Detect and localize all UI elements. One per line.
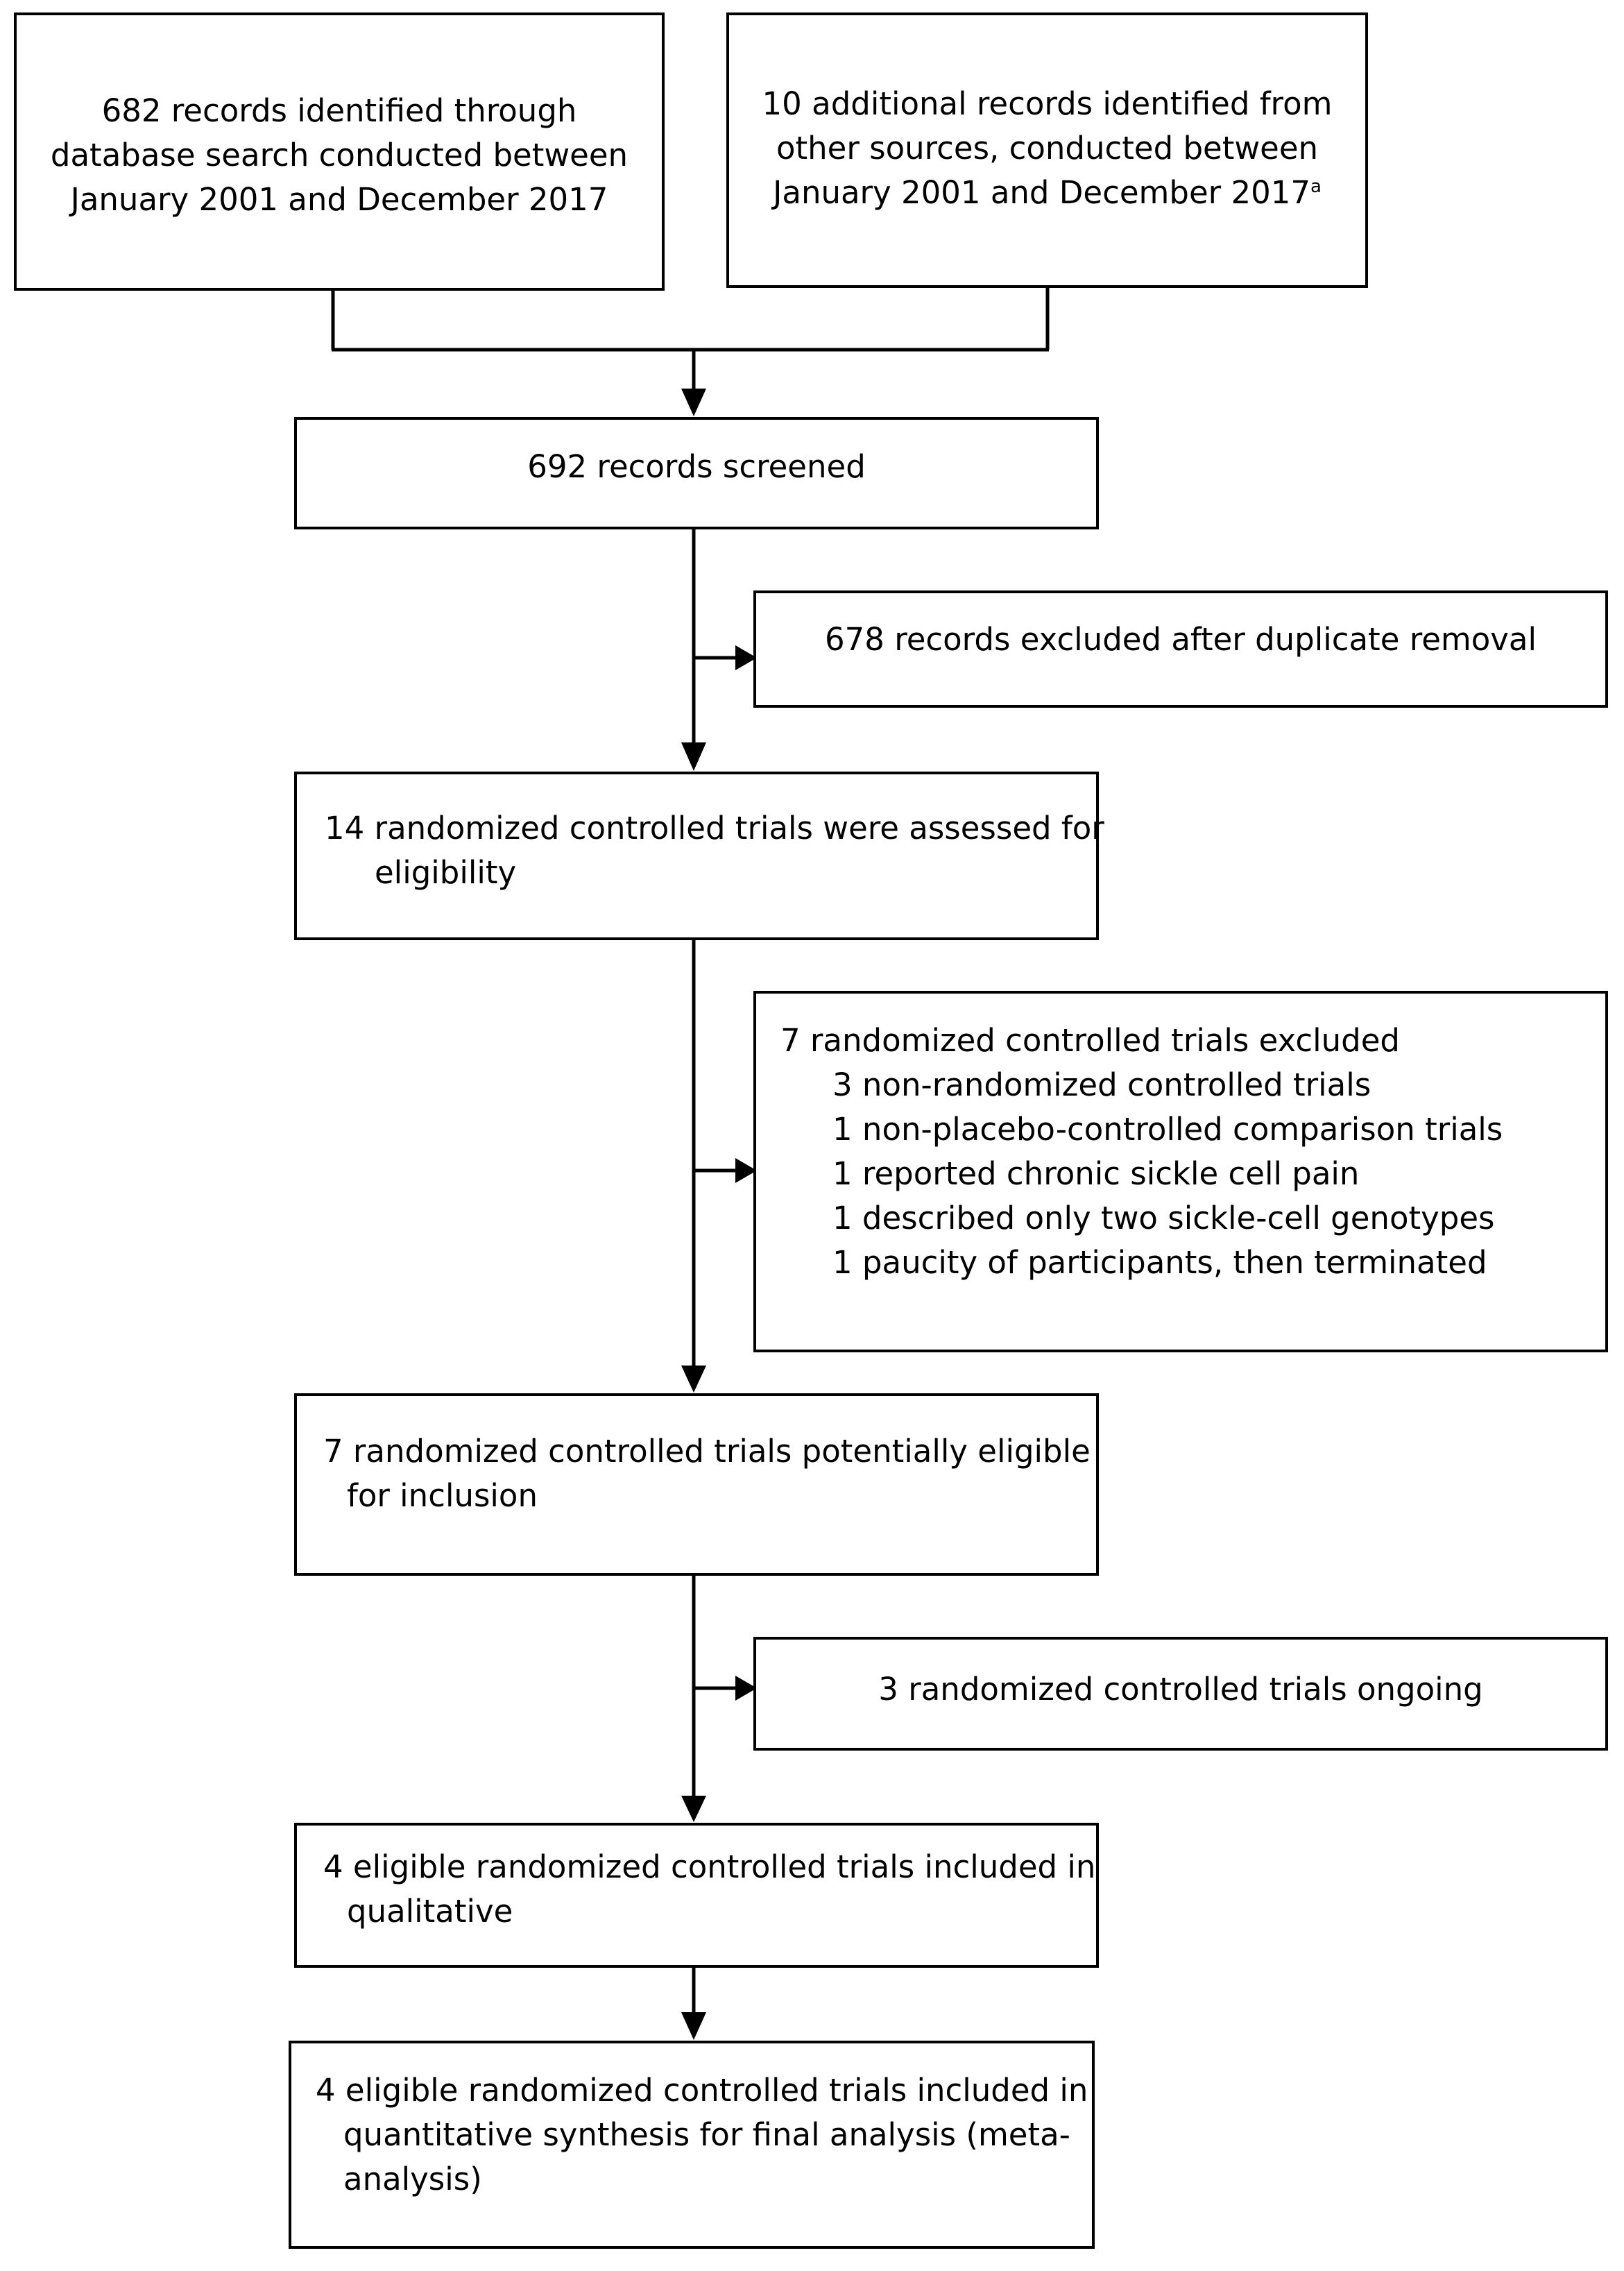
database-search-line-2: database search conducted between <box>50 137 629 173</box>
arrowhead-duplicates <box>735 645 757 670</box>
assessed-line-2: eligibility <box>375 854 517 891</box>
footnote-marker: a <box>1310 176 1322 197</box>
box-qualitative: 4 eligible randomized controlled trials … <box>294 1823 1099 1968</box>
other-sources-line-1: 10 additional records identified from <box>762 85 1333 122</box>
quantitative-line-3: analysis) <box>343 2161 482 2197</box>
arrowhead-qualitative <box>681 1796 706 1822</box>
arrowhead-ongoing <box>735 1676 757 1701</box>
qualitative-line-1: 4 eligible randomized controlled trials … <box>323 1848 1096 1885</box>
box-ongoing-trials: 3 randomized controlled trials ongoing <box>753 1637 1608 1751</box>
records-screened-text: 692 records screened <box>527 448 866 485</box>
assessed-line-1: 14 randomized controlled trials were ass… <box>325 810 1104 847</box>
arrowhead-excluded <box>735 1158 757 1183</box>
excluded-duplicates-text: 678 records excluded after duplicate rem… <box>825 621 1537 658</box>
box-records-screened: 692 records screened <box>294 417 1099 529</box>
arrowhead-quantitative <box>681 2012 706 2040</box>
potentially-eligible-line-1: 7 randomized controlled trials potential… <box>323 1433 1091 1470</box>
potentially-eligible-line-2: for inclusion <box>347 1477 538 1514</box>
excluded-trials-title: 7 randomized controlled trials excluded <box>780 1022 1400 1059</box>
box-potentially-eligible: 7 randomized controlled trials potential… <box>294 1393 1099 1576</box>
box-quantitative: 4 eligible randomized controlled trials … <box>289 2041 1095 2249</box>
excluded-reason-item: 1 paucity of participants, then terminat… <box>832 1244 1487 1281</box>
arrowhead-assessed <box>681 742 706 771</box>
arrowhead-screened <box>681 389 706 416</box>
excluded-reason-item: 1 described only two sickle-cell genotyp… <box>832 1200 1495 1236</box>
excluded-reason-item: 1 non-placebo-controlled comparison tria… <box>832 1111 1503 1148</box>
database-search-line-3: January 2001 and December 2017 <box>70 181 608 218</box>
box-assessed-eligibility: 14 randomized controlled trials were ass… <box>294 772 1104 940</box>
box-database-search: 682 records identified through database … <box>14 12 665 291</box>
excluded-reason-item: 1 reported chronic sickle cell pain <box>832 1155 1360 1192</box>
box-excluded-duplicates: 678 records excluded after duplicate rem… <box>753 590 1608 708</box>
other-sources-line-3: January 2001 and December 2017a <box>729 171 1365 215</box>
arrowhead-potentially-eligible <box>681 1366 706 1393</box>
box-other-sources: 10 additional records identified from ot… <box>726 12 1368 288</box>
qualitative-line-2: qualitative <box>347 1893 513 1930</box>
ongoing-trials-text: 3 randomized controlled trials ongoing <box>878 1671 1483 1708</box>
quantitative-line-2: quantitative synthesis for final analysi… <box>343 2116 1070 2153</box>
excluded-reason-item: 3 non-randomized controlled trials <box>832 1066 1371 1103</box>
box-excluded-trials: 7 randomized controlled trials excluded … <box>753 991 1608 1352</box>
other-sources-line-3-text: January 2001 and December 2017 <box>773 174 1310 211</box>
database-search-line-1: 682 records identified through <box>101 92 577 129</box>
quantitative-line-1: 4 eligible randomized controlled trials … <box>316 2072 1088 2109</box>
other-sources-line-2: other sources, conducted between <box>776 130 1319 167</box>
